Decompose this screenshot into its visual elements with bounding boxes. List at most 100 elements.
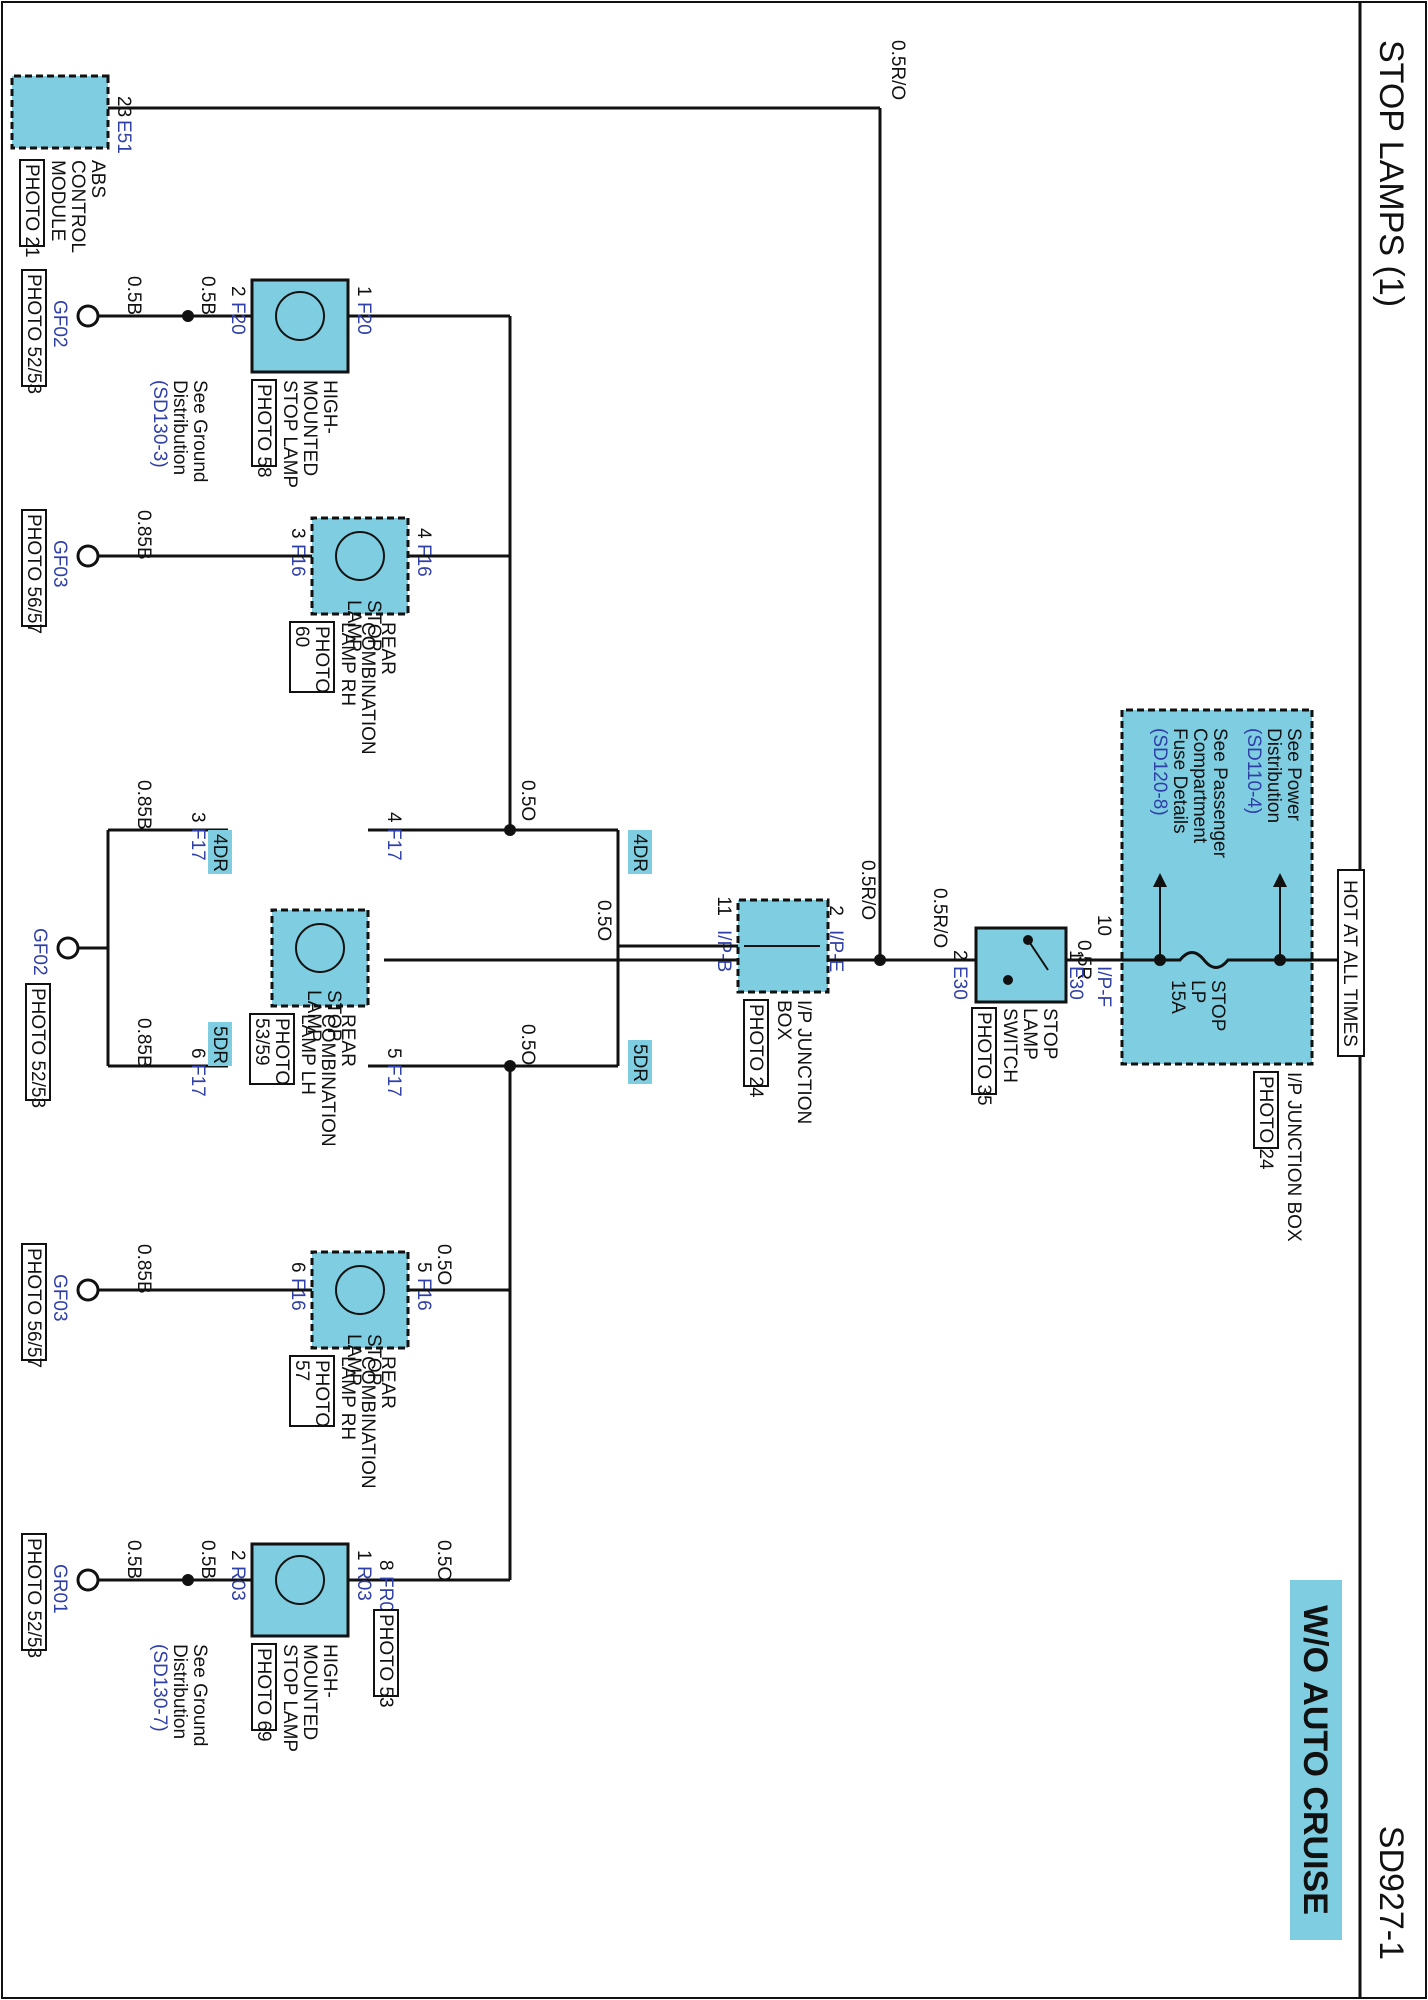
fuse-label-2: LP bbox=[1187, 980, 1208, 1003]
abs-pin: 23 bbox=[113, 96, 134, 117]
rcl-rh-5dr-photo-box bbox=[289, 1355, 335, 1427]
fuse-note-3: Fuse Details bbox=[1169, 728, 1190, 834]
gnd-note-b-1: See Ground bbox=[189, 1644, 210, 1746]
abs-name-1: ABS bbox=[87, 160, 108, 198]
hmsl-5dr-wire-a: 0.5B bbox=[197, 1540, 218, 1579]
jb-top-conn: I/P-F bbox=[1093, 966, 1114, 1007]
jb-top-photo-box bbox=[1253, 1071, 1279, 1149]
rcl-rh-4dr-photo-box bbox=[289, 621, 335, 693]
variant-badge bbox=[1290, 1580, 1342, 1940]
rcl-lh-name-3: LAMP LH bbox=[297, 1014, 318, 1095]
ground-gf03-b: GF03 bbox=[49, 1274, 70, 1322]
jb-mid-conn-out: I/P-B bbox=[713, 930, 734, 972]
rcl-rh-5dr-pin-out: 6 bbox=[287, 1262, 308, 1273]
hmsl-4dr-photo: PHOTO 58 bbox=[253, 384, 274, 478]
gnd-note-a-2: Distribution bbox=[169, 380, 190, 475]
rcl-rh-5dr-conn-in: F16 bbox=[413, 1278, 434, 1311]
abs-name-3: MODULE bbox=[47, 160, 68, 241]
rcl-lh bbox=[270, 908, 370, 1008]
switch-contact-b bbox=[1003, 975, 1013, 985]
ground-gf02-a-photo: PHOTO 52/53 bbox=[23, 274, 44, 394]
jb-mid-photo-box bbox=[743, 999, 769, 1087]
jb-mid-conn-in: I/P-E bbox=[825, 930, 846, 972]
hmsl-4dr-pin2: 2 bbox=[227, 286, 248, 297]
wire-05ro-label-b: 0.5R/O bbox=[887, 40, 908, 100]
rcl-lh-gnd-conn-5dr: F17 bbox=[187, 1064, 208, 1097]
ground-gr01-photo-box bbox=[21, 1533, 47, 1651]
switch-blade bbox=[1027, 939, 1049, 971]
hmsl-5dr-pin2: 2 bbox=[227, 1550, 248, 1561]
gnd-note-a-ref: (SD130-3) bbox=[149, 380, 170, 468]
ground-gf03-a-photo-box bbox=[21, 509, 47, 627]
rcl-rh-4dr-photo-1: PHOTO bbox=[311, 626, 332, 693]
tag-5dr-a bbox=[628, 1040, 652, 1084]
hmsl-5dr-name-2: MOUNTED bbox=[299, 1644, 320, 1740]
jb-mid-photo: PHOTO 24 bbox=[745, 1004, 766, 1098]
tag-5dr-a-text: 5DR bbox=[629, 1044, 650, 1082]
rcl-lh-gnd-pin-5dr: 6 bbox=[187, 1048, 208, 1059]
tag-4dr-b bbox=[208, 830, 232, 874]
hmsl-4dr-wire-b: 0.5B bbox=[123, 276, 144, 315]
hmsl-5dr-wire-b: 0.5B bbox=[123, 1540, 144, 1579]
ground-gr01: GR01 bbox=[49, 1564, 70, 1614]
abs-control-module bbox=[10, 74, 110, 150]
rcl-lh-pin-5dr: 5 bbox=[383, 1048, 404, 1059]
ground-gf03-b-icon bbox=[76, 1278, 100, 1302]
rcl-rh-5dr-name-1: REAR bbox=[377, 1356, 398, 1409]
tag-5dr-b-text: 5DR bbox=[209, 1026, 230, 1064]
ground-gf02-a: GF02 bbox=[49, 300, 70, 348]
rcl-rh-4dr-name-2: COMBINATION bbox=[357, 622, 378, 755]
rcl-rh-5dr-lamp-1: STOP bbox=[363, 1334, 384, 1385]
ground-gf02-b: GF02 bbox=[29, 928, 50, 976]
page-code: SD927-1 bbox=[1372, 1826, 1410, 1960]
hmsl-4dr-name-3: STOP LAMP bbox=[279, 380, 300, 488]
wire-05o-5dr: 0.5O bbox=[517, 1024, 538, 1065]
hmsl-5dr-name-1: HIGH- bbox=[319, 1644, 340, 1698]
wire-05o-4dr: 0.5O bbox=[517, 780, 538, 821]
hot-at-all-times-box bbox=[1337, 869, 1365, 1057]
fuse-label-1: STOP bbox=[1207, 980, 1228, 1031]
rcl-lh-wire-5dr: 0.85B bbox=[133, 1018, 154, 1068]
rcl-rh-5dr-name-2: COMBINATION bbox=[357, 1356, 378, 1489]
hmsl-4dr bbox=[250, 278, 350, 374]
rcl-rh-5dr-name-3: LAMP RH bbox=[337, 1356, 358, 1440]
ground-gf02-b-photo: PHOTO 52/53 bbox=[27, 988, 48, 1108]
rcl-lh-wire-4dr: 0.85B bbox=[133, 780, 154, 830]
rcl-rh-5dr-bulb bbox=[335, 1265, 385, 1315]
hmsl-5dr-bulb bbox=[275, 1555, 325, 1605]
rcl-rh-4dr-conn-out: F16 bbox=[287, 544, 308, 577]
rcl-rh-4dr-lamp-2: LAMP bbox=[343, 600, 364, 652]
rcl-rh-4dr-bulb bbox=[335, 531, 385, 581]
rcl-rh-4dr-wire-b: 0.85B bbox=[133, 510, 154, 560]
hmsl-4dr-pin1: 1 bbox=[353, 286, 374, 297]
hmsl-5dr-photo: PHOTO 69 bbox=[253, 1648, 274, 1742]
ground-gf02-a-icon bbox=[76, 304, 100, 328]
hmsl-5dr-inline-pin: 8 bbox=[375, 1560, 396, 1571]
fuse-stop-lp bbox=[1122, 951, 1280, 969]
jb-mid-title-2: BOX bbox=[773, 1000, 794, 1040]
ground-gf02-b-icon bbox=[56, 936, 80, 960]
rcl-rh-4dr-name-3: LAMP RH bbox=[337, 622, 358, 706]
rcl-lh-photo-1: PHOTO bbox=[271, 1018, 292, 1085]
rcl-rh-4dr bbox=[310, 516, 410, 616]
stop-lamp-switch bbox=[974, 926, 1068, 1004]
rcl-lh-gnd-pin-4dr: 3 bbox=[187, 812, 208, 823]
ground-gf03-b-photo-box bbox=[21, 1243, 47, 1361]
fuse-note-2: Compartment bbox=[1189, 728, 1210, 844]
ground-gf03-a-photo: PHOTO 56/57 bbox=[23, 514, 44, 634]
jb-mid-pin-in: 2 bbox=[825, 905, 846, 916]
hmsl-4dr-name-1: HIGH- bbox=[319, 380, 340, 434]
hot-label: HOT AT ALL TIMES bbox=[1339, 880, 1360, 1047]
rcl-rh-5dr-photo-1: PHOTO bbox=[311, 1360, 332, 1427]
fuse-label-3: 15A bbox=[1167, 980, 1188, 1014]
ground-gr01-icon bbox=[76, 1568, 100, 1592]
rcl-lh-photo-box bbox=[249, 1013, 295, 1085]
tag-4dr-b-text: 4DR bbox=[209, 834, 230, 872]
switch-name-2: LAMP bbox=[1019, 1008, 1040, 1060]
rcl-rh-4dr-photo-2: 60 bbox=[291, 626, 312, 647]
abs-name-2: CONTROL bbox=[67, 160, 88, 253]
hmsl-4dr-name-2: MOUNTED bbox=[299, 380, 320, 476]
rcl-lh-gnd-conn-4dr: F17 bbox=[187, 828, 208, 861]
rcl-rh-5dr-pin-in: 5 bbox=[413, 1262, 434, 1273]
